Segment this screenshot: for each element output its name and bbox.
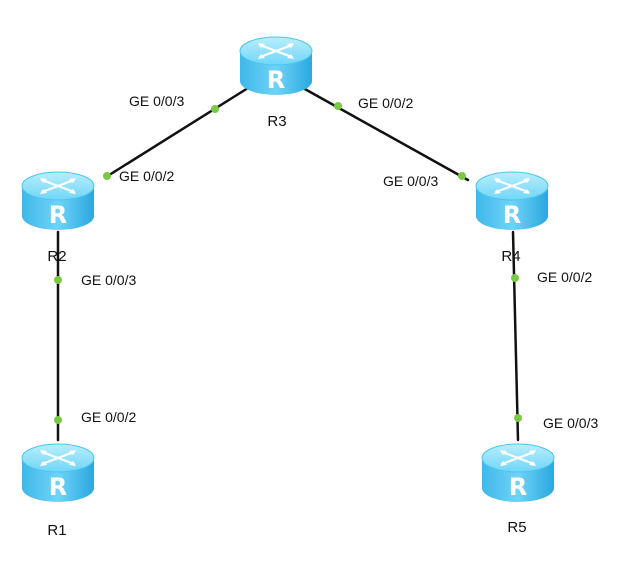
link-r2-r3[interactable] (104, 86, 250, 179)
link-r4-r5[interactable] (511, 230, 520, 442)
router-glyph: R (503, 201, 521, 229)
router-label-r1: R1 (47, 522, 66, 539)
router-glyph: R (49, 201, 67, 229)
port-dot-r5-ge003[interactable] (514, 414, 522, 422)
router-r1[interactable]: R R1 (20, 442, 96, 539)
links-layer (56, 86, 520, 442)
port-label-r5-ge003: GE 0/0/3 (543, 415, 598, 431)
router-label-r5: R5 (507, 519, 526, 536)
router-r3[interactable]: R R3 (238, 35, 314, 130)
port-label-r4-ge003: GE 0/0/3 (383, 173, 438, 189)
port-dot-r4-ge003[interactable] (458, 172, 466, 180)
router-label-r2: R2 (47, 248, 66, 265)
port-label-r2-ge003: GE 0/0/3 (81, 272, 136, 288)
port-label-r3-ge002: GE 0/0/2 (358, 95, 413, 111)
port-dot-r2-ge002[interactable] (103, 172, 111, 180)
port-dot-r3-ge003[interactable] (211, 105, 219, 113)
port-dot-r1-ge002[interactable] (54, 416, 62, 424)
router-glyph: R (509, 473, 527, 501)
port-labels-layer: GE 0/0/3 GE 0/0/2 GE 0/0/2 GE 0/0/3 GE 0… (81, 93, 598, 431)
port-dot-r3-ge002[interactable] (334, 102, 342, 110)
router-glyph: R (49, 473, 67, 501)
port-label-r2-ge002: GE 0/0/2 (119, 168, 174, 184)
link-r3-r4[interactable] (301, 86, 470, 182)
port-label-r3-ge003: GE 0/0/3 (129, 93, 184, 109)
router-r4[interactable]: R R4 (474, 170, 550, 265)
router-r2[interactable]: R R2 (20, 170, 96, 265)
port-dot-r4-ge002[interactable] (511, 274, 519, 282)
port-label-r1-ge002: GE 0/0/2 (81, 409, 136, 425)
port-dot-r2-ge003[interactable] (54, 276, 62, 284)
router-label-r3: R3 (267, 113, 286, 130)
router-r5[interactable]: R R5 (480, 442, 556, 536)
router-label-r4: R4 (501, 248, 520, 265)
port-dots-layer (54, 102, 522, 424)
port-label-r4-ge002: GE 0/0/2 (537, 269, 592, 285)
router-glyph: R (267, 66, 285, 94)
